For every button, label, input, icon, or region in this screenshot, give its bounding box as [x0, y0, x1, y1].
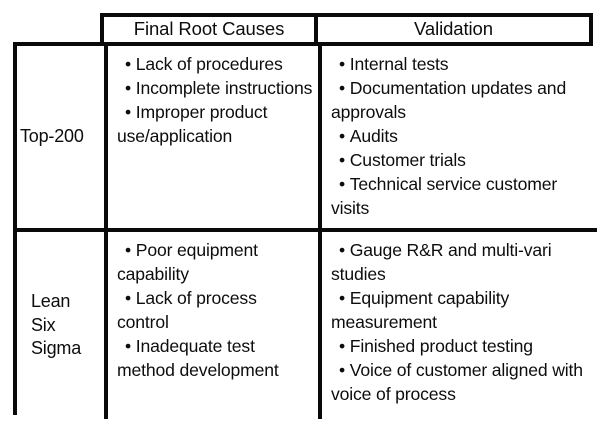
cell-lean-six-sigma-final-root-causes: Poor equipment capability Lack of proces… — [104, 228, 318, 419]
list-item: Gauge R&R and multi-vari studies — [331, 238, 592, 286]
cell-lean-six-sigma-validation: Gauge R&R and multi-vari studies Equipme… — [318, 228, 597, 419]
table-header-row: Final Root Causes Validation — [100, 13, 593, 46]
cell-top-200-final-root-causes: Lack of procedures Incomplete instructio… — [104, 46, 318, 228]
comparison-table: Final Root Causes Validation Top-200 Lac… — [13, 13, 597, 419]
list-item: Technical service customer visits — [331, 172, 592, 220]
list-item: Lack of procedures — [117, 52, 313, 76]
list-item: Voice of customer aligned with voice of … — [331, 358, 592, 406]
column-header-label: Validation — [414, 18, 493, 40]
list-item: Equipment capability measurement — [331, 286, 592, 334]
row-header-label: Lean Six Sigma — [31, 290, 82, 359]
list-item: Improper product use/application — [117, 100, 313, 148]
row-header-lean-six-sigma: Lean Six Sigma — [17, 228, 104, 419]
row-header-label: Top-200 — [20, 126, 84, 147]
list-item: Finished product testing — [331, 334, 592, 358]
list-item: Incomplete instructions — [117, 76, 313, 100]
table-body: Top-200 Lack of procedures Incomplete in… — [13, 42, 597, 419]
column-header-label: Final Root Causes — [133, 18, 285, 40]
cell-top-200-validation: Internal tests Documentation updates and… — [318, 46, 597, 228]
list-item: Poor equipment capability — [117, 238, 313, 286]
list-item: Customer trials — [331, 148, 592, 172]
column-header-final-root-causes: Final Root Causes — [100, 13, 314, 46]
list-item: Internal tests — [331, 52, 592, 76]
row-header-top-200: Top-200 — [17, 46, 104, 228]
list-item: Audits — [331, 124, 592, 148]
list-item: Lack of process control — [117, 286, 313, 334]
list-item: Documentation updates and approvals — [331, 76, 592, 124]
list-item: Inadequate test method development — [117, 334, 313, 382]
